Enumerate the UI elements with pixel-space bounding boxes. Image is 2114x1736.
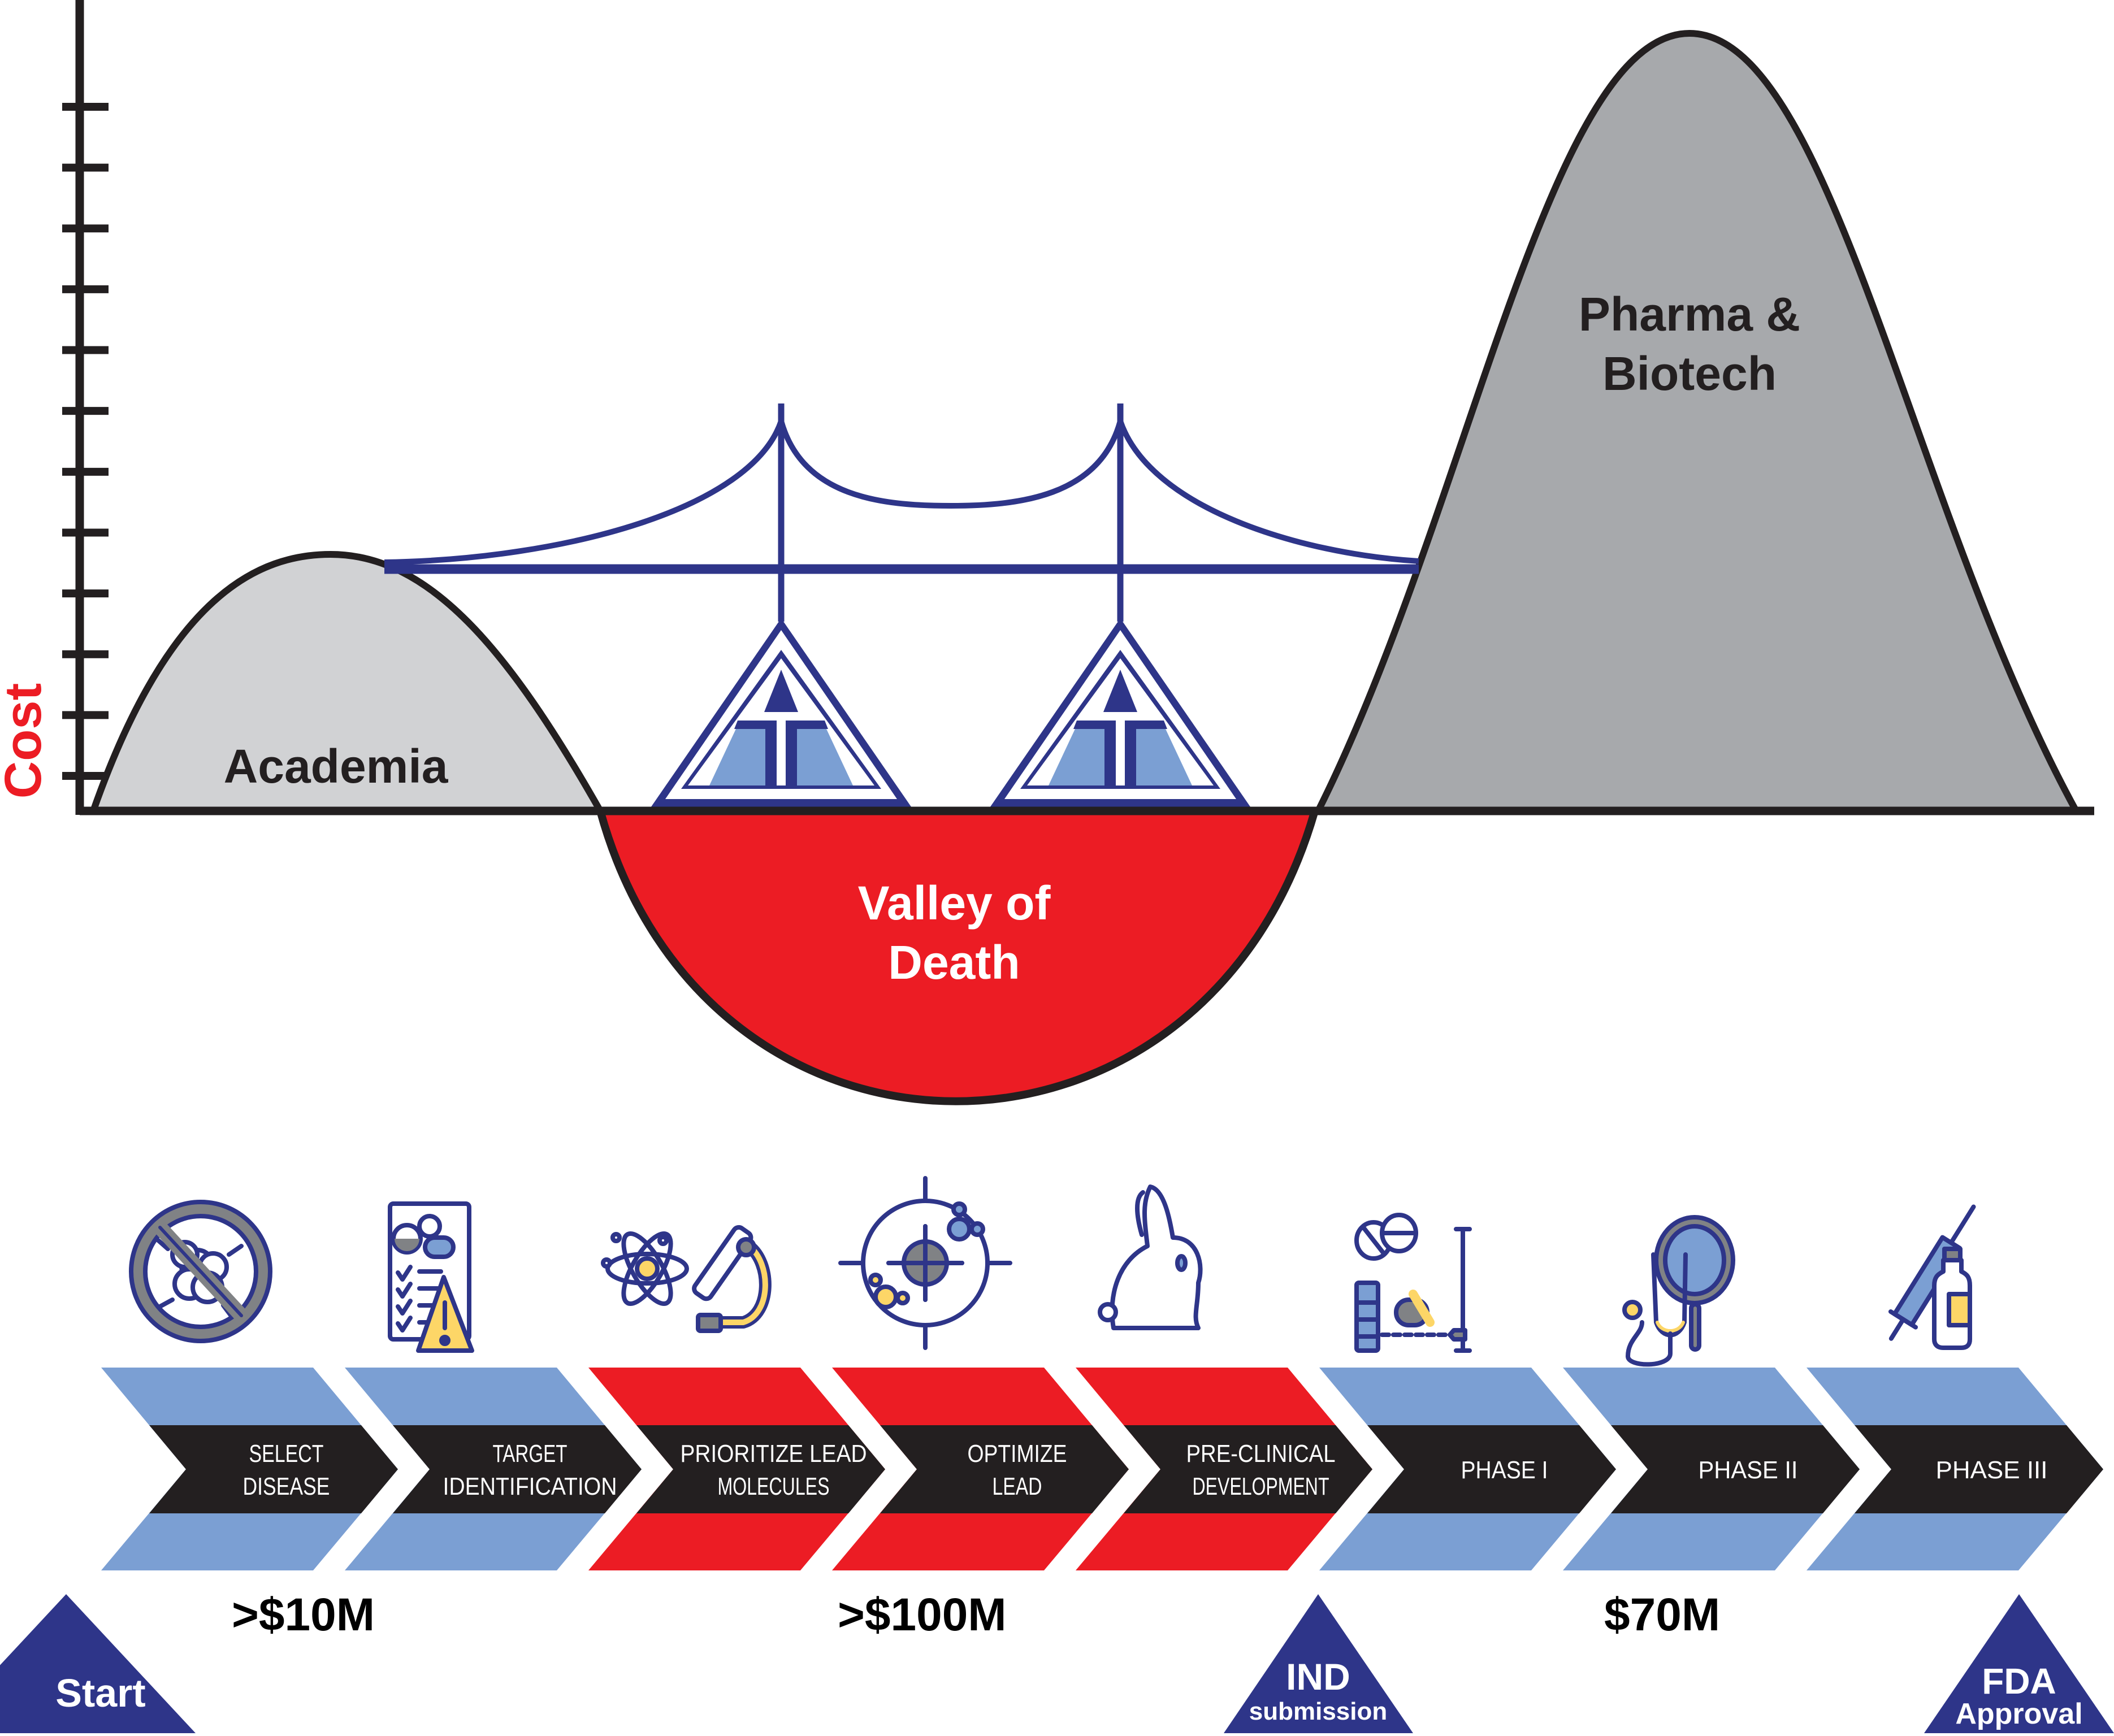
stage-label: PRE-CLINICAL [1186,1440,1336,1468]
stage-chevron: PHASE I [1319,1368,1616,1570]
chevron-band [393,1425,642,1513]
chevron-band [1124,1425,1372,1513]
pharma-label-line-1: Pharma & [1579,288,1800,341]
bridge [384,403,1419,622]
cost-label-discovery: >$10M [232,1589,375,1640]
stage-label: TARGET [493,1440,568,1468]
milestone-ind-sublabel: submission [1249,1698,1388,1725]
stage-label: PHASE I [1461,1456,1548,1484]
chevron-band [149,1425,398,1513]
stage-label: DISEASE [243,1473,330,1500]
milestone-ind: IND submission [1224,1594,1413,1733]
milestone-fda-sublabel: Approval [1955,1698,2082,1730]
valley-label-line-1: Valley of [858,876,1051,930]
stage-chevron: PHASE II [1563,1368,1860,1570]
milestone-start-triangle [0,1594,196,1733]
molecule-target-icon [838,1176,1012,1350]
stage-label: LEAD [993,1473,1042,1500]
stage-label: OPTIMIZE [968,1440,1067,1468]
milestone-ind-triangle [1224,1594,1413,1733]
stage-icons [129,1176,1976,1367]
stage-label: PHASE II [1699,1456,1798,1484]
stage-label: MOLECULES [718,1473,830,1500]
valley-label-line-2: Death [888,936,1020,989]
chevron-band [1611,1425,1860,1513]
milestone-ind-label: IND [1286,1656,1350,1698]
stage-label: PHASE III [1936,1456,2048,1484]
chevron-band [1367,1425,1616,1513]
bridge-pier-1 [649,618,913,809]
milestone-fda-triangle [1924,1594,2114,1733]
rabbit-icon [1098,1184,1203,1330]
y-axis-label: Cost [0,683,52,798]
stage-chevron: TARGET IDENTIFICATION [345,1368,642,1570]
valley-of-death-area [595,807,1320,1105]
milestone-start-label: Start [55,1671,145,1715]
pills-dosage-icon [1354,1213,1472,1353]
cost-label-preclinical: >$100M [838,1589,1007,1640]
stage-chevron: PRIORITIZE LEAD MOLECULES [588,1368,885,1570]
stage-chevron: SELECT DISEASE [101,1368,398,1570]
checklist-warning-icon [388,1201,474,1353]
bridge-cable-right [1117,420,1419,564]
chevron-band [880,1425,1129,1513]
atom-microscope-icon [601,1225,772,1333]
bridge-cable-left [384,420,784,565]
no-bacteria-icon [129,1200,272,1343]
stage-label: IDENTIFICATION [443,1473,617,1500]
bridge-pier-2 [989,618,1252,809]
academia-hill [88,550,607,814]
milestone-start: Start [0,1594,196,1733]
stage-chevron: PRE-CLINICAL DEVELOPMENT [1076,1368,1372,1570]
stage-label: PRIORITIZE LEAD [681,1440,867,1468]
milestone-fda-label: FDA [1982,1661,2056,1702]
chevron-band [1855,1425,2103,1513]
pharma-biotech-hill [1312,29,2082,814]
stage-label: DEVELOPMENT [1193,1473,1329,1500]
milestone-fda: FDA Approval [1924,1594,2114,1733]
bridge-cable-middle [778,420,1123,509]
stage-chevrons: SELECTDISEASETARGETIDENTIFICATIONPRIORIT… [101,1368,2103,1570]
pharma-label-line-2: Biotech [1602,347,1777,400]
stage-chevron: OPTIMIZE LEAD [832,1368,1129,1570]
chevron-band [636,1425,885,1513]
syringe-vial-icon [1888,1204,1976,1350]
stethoscope-magnifier-icon [1622,1215,1735,1367]
cost-chart: Cost Academia Valley of Death Pharma & B… [0,0,2094,1105]
cost-label-clinical: $70M [1604,1589,1720,1640]
stage-chevron: PHASE III [1807,1368,2103,1570]
stage-label: SELECT [249,1440,324,1468]
academia-label: Academia [224,740,449,793]
